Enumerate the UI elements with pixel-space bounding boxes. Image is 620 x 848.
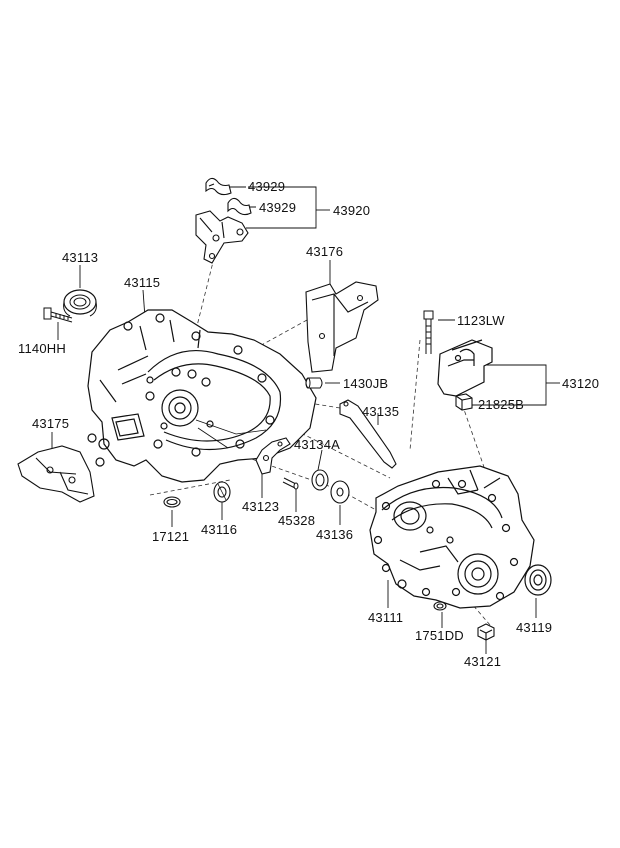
part-label-43111[interactable]: 43111: [368, 610, 404, 625]
part-label-1430JB[interactable]: 1430JB: [343, 376, 389, 391]
part-label-43929-lower[interactable]: 43929: [259, 200, 297, 215]
clutch-housing-43115: [87, 309, 317, 483]
part-label-43119[interactable]: 43119: [516, 620, 553, 635]
bracket-43920: [195, 210, 249, 264]
part-label-43116[interactable]: 43116: [201, 522, 238, 537]
washer-43136: [330, 480, 350, 504]
part-label-1751DD[interactable]: 1751DD: [415, 628, 464, 643]
lever-43134A: [255, 437, 291, 475]
housing-bolt-holes: [87, 313, 275, 467]
oil-seal-43119: [524, 564, 552, 596]
part-label-43134A[interactable]: 43134A: [294, 437, 341, 452]
leader-lines: [51, 186, 560, 654]
part-label-17121[interactable]: 17121: [152, 529, 190, 544]
oil-seal-43113: [63, 289, 97, 317]
mounting-bracket-43120: [437, 339, 493, 397]
part-label-43120[interactable]: 43120: [562, 376, 600, 391]
part-label-1140HH[interactable]: 1140HH: [18, 341, 66, 356]
bolt-1123LW: [423, 310, 434, 354]
part-label-21825B[interactable]: 21825B: [478, 397, 525, 412]
part-label-43123[interactable]: 43123: [242, 499, 280, 514]
part-label-43929-upper[interactable]: 43929: [248, 179, 286, 194]
case-bolt-holes: [373, 479, 519, 601]
pin-1430JB: [305, 377, 323, 389]
pin-45328: [282, 477, 299, 490]
part-label-43113[interactable]: 43113: [62, 250, 99, 265]
part-label-43920[interactable]: 43920: [333, 203, 371, 218]
shift-rod-43135: [339, 399, 397, 469]
part-label-1123LW[interactable]: 1123LW: [457, 313, 505, 328]
part-label-45328[interactable]: 45328: [278, 513, 316, 528]
bracket-43175: [17, 445, 95, 503]
transaxle-case-43111: [369, 465, 535, 609]
plug-43121: [477, 623, 495, 641]
bolt-1140HH: [43, 307, 73, 323]
gasket-1751DD: [433, 601, 447, 611]
part-label-43176[interactable]: 43176: [306, 244, 344, 259]
seal-43116: [213, 481, 231, 503]
clip-43929-lower: [227, 197, 252, 216]
part-label-43135[interactable]: 43135: [362, 404, 400, 419]
part-label-43175[interactable]: 43175: [32, 416, 70, 431]
clip-43929-upper: [205, 177, 232, 196]
bracket-43176: [305, 281, 379, 373]
stopper-21825B: [455, 393, 473, 411]
part-label-43136[interactable]: 43136: [316, 527, 354, 542]
part-label-43121[interactable]: 43121: [464, 654, 502, 669]
part-label-43115[interactable]: 43115: [124, 275, 161, 290]
ring-17121: [163, 496, 181, 508]
oil-seal-43134A: [311, 469, 329, 491]
